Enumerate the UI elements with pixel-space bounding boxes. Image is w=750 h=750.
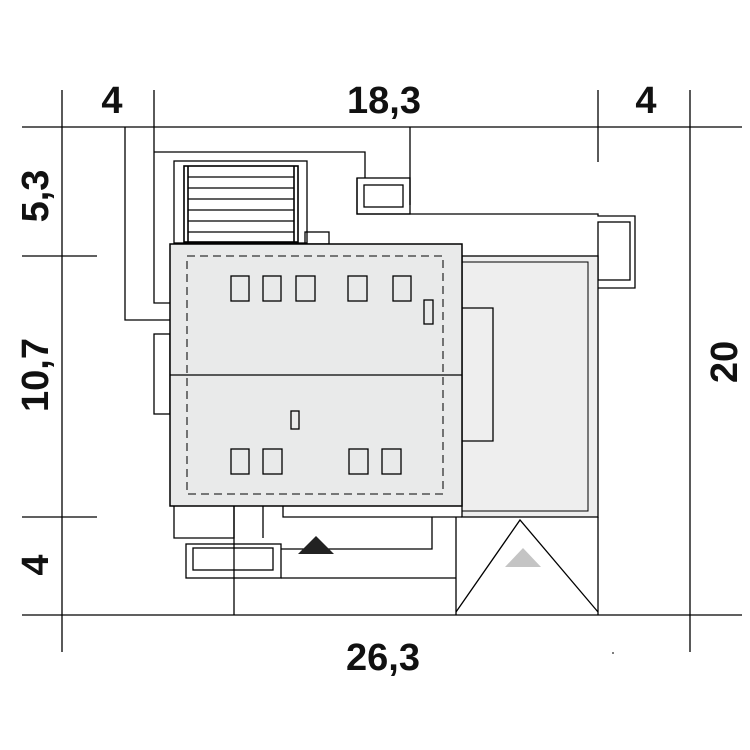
roof-window	[348, 448, 369, 475]
dim-right: 20	[704, 341, 746, 383]
dim-top-right: 4	[635, 80, 656, 122]
dim-bottom: 26,3	[346, 637, 420, 679]
entry-arrow-icon	[298, 536, 334, 554]
dim-top-left: 4	[101, 80, 122, 122]
staircase	[183, 165, 299, 243]
stray-dot	[612, 652, 614, 654]
dim-left-bottom: 4	[15, 554, 57, 575]
roof-window	[381, 448, 402, 475]
driveway-chevron	[455, 518, 599, 613]
dim-left-middle: 10,7	[15, 338, 57, 412]
plot-boundary-lines	[22, 90, 742, 652]
upper-structures	[124, 127, 636, 415]
roof-window	[230, 275, 250, 302]
roof-window	[347, 275, 368, 302]
dim-left-top: 5,3	[15, 170, 57, 223]
roof-window	[262, 275, 282, 302]
garage-entry-arrow-icon	[505, 548, 541, 567]
entrance-area	[173, 506, 599, 615]
house-roof	[169, 243, 463, 507]
chimney	[423, 299, 434, 325]
roof-window	[230, 448, 250, 475]
dim-top-middle: 18,3	[347, 80, 421, 122]
garage-roof	[282, 255, 599, 518]
vent	[290, 410, 300, 430]
roof-window	[392, 275, 412, 302]
roof-window	[295, 275, 316, 302]
roof-window	[262, 448, 283, 475]
